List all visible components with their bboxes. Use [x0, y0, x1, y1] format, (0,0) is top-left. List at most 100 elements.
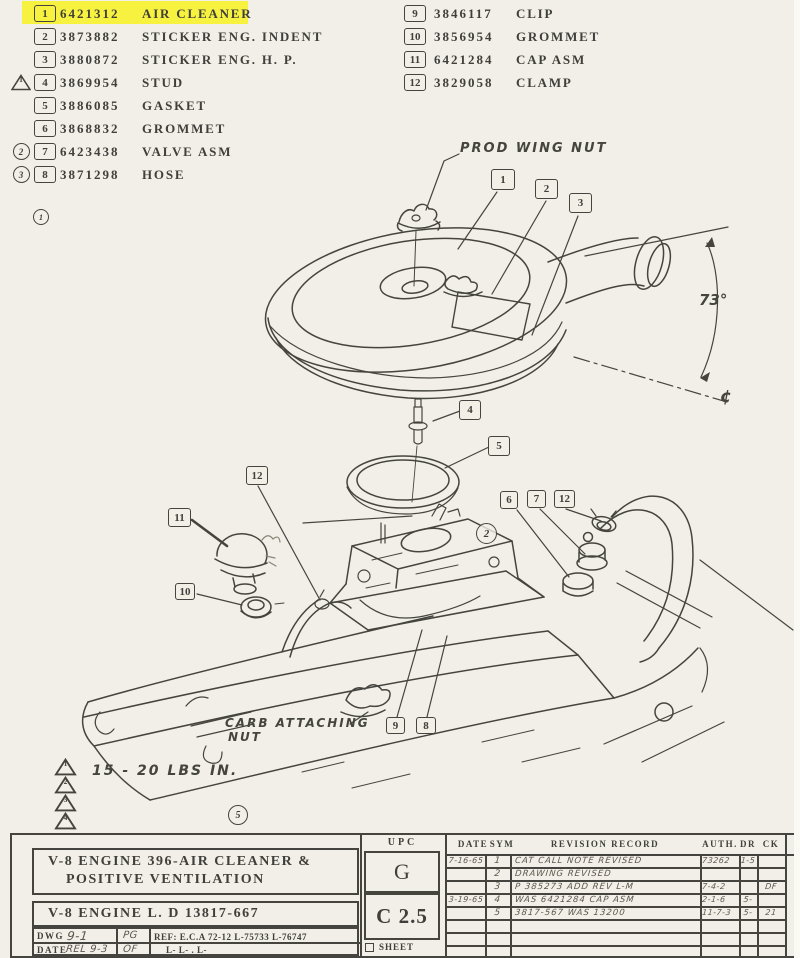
parts-list-left: 1 6421312 AIR CLEANER 2 3873882 STICKER … — [8, 2, 323, 186]
callout-box-10: 10 — [175, 583, 195, 600]
part-number: 6423438 — [60, 143, 120, 159]
rev-row-record: 3817-567 WAS 13200 — [514, 908, 627, 918]
divider — [445, 880, 785, 882]
carb-attaching-nut-label-line1: CARB ATTACHING — [225, 716, 370, 730]
table-row: 10 3856954 GROMMET — [402, 25, 600, 48]
callout-box-5: 5 — [488, 436, 510, 456]
ref-line2: L- L- . L- — [166, 945, 207, 955]
part-index-box: 7 — [34, 143, 56, 160]
rev-row-record: DRAWING REVISED — [514, 869, 613, 879]
rev-row-sym: 3 — [493, 882, 502, 892]
circle-flag-icon: 2 — [12, 143, 30, 160]
part-number: 3869954 — [60, 74, 120, 90]
highlight-bar — [22, 1, 248, 24]
part-number: 6421284 — [434, 51, 494, 67]
torque-triangle-icon: 2 — [54, 775, 77, 794]
rev-row-auth: 73262 — [701, 856, 731, 865]
callout-box-2: 2 — [535, 179, 558, 199]
angle-label: 73° — [699, 291, 728, 309]
divider — [34, 942, 361, 944]
torque-flag-stack: 1 2 3 4 — [54, 757, 77, 830]
part-index-box: 12 — [404, 74, 426, 91]
centerline-symbol: ¢ — [720, 387, 732, 407]
callout-box-9: 9 — [386, 717, 405, 734]
zone-circle-5: 5 — [228, 805, 248, 825]
divider — [739, 854, 741, 956]
part-number: 6421312 — [60, 5, 120, 21]
table-row: 3 3880872 STICKER ENG. H. P. — [8, 48, 323, 71]
divider — [445, 945, 785, 947]
callout-box-3: 3 — [569, 193, 592, 213]
table-row: 1 4 3869954 STUD — [8, 71, 323, 94]
flag-slot: 2 — [8, 143, 34, 160]
rev-row-sym: 4 — [493, 895, 502, 905]
part-index-box: 11 — [404, 51, 426, 68]
rev-header-dr: DR — [740, 839, 756, 849]
torque-triangle-icon: 1 — [54, 757, 77, 776]
divider — [445, 854, 797, 856]
part-number: 3886085 — [60, 97, 120, 113]
rev-row-auth: 2-1-6 — [701, 895, 727, 904]
rev-row-date: 7-16-65 — [448, 856, 484, 865]
date-label: DATE — [37, 945, 68, 955]
flag-slot: 1 — [8, 74, 34, 91]
title-block: V-8 ENGINE 396-AIR CLEANER & POSITIVE VE… — [10, 833, 799, 958]
part-index-box: 3 — [34, 51, 56, 68]
callout-box-8: 8 — [416, 717, 436, 734]
rev-header-sym: SYM — [489, 839, 515, 849]
divider — [757, 854, 759, 956]
upc-zone-value: C 2.5 — [376, 904, 428, 928]
warning-triangle-icon: 1 — [10, 74, 32, 91]
part-number: 3829058 — [434, 74, 494, 90]
callout-box-11: 11 — [168, 508, 191, 527]
part-description: STICKER ENG. INDENT — [142, 28, 324, 44]
rev-row-sym: 1 — [493, 856, 502, 866]
table-row: 2 3873882 STICKER ENG. INDENT — [8, 25, 323, 48]
callout-box-4: 4 — [459, 400, 481, 420]
rev-header-record: REVISION RECORD — [550, 839, 660, 849]
callout-box-7: 7 — [527, 490, 546, 508]
callout-box-6: 6 — [500, 491, 518, 509]
dwg-label: DWG — [37, 931, 64, 941]
part-description: GASKET — [142, 97, 207, 113]
parts-list-right: 9 3846117 CLIP 10 3856954 GROMMET 11 642… — [402, 2, 600, 94]
rev-row-record: CAT CALL NOTE REVISED — [514, 856, 643, 866]
part-number: 3871298 — [60, 166, 120, 182]
rev-row-auth: 11-7-3 — [701, 908, 732, 917]
zone-circle-1: 1 — [33, 209, 49, 225]
drawing-title-line1: V-8 ENGINE 396-AIR CLEANER & — [48, 854, 312, 869]
model-line: V-8 ENGINE L. D 13817-667 — [48, 906, 260, 921]
zone-circle-2: 2 — [476, 523, 497, 544]
table-row: 1 6421312 AIR CLEANER — [8, 2, 323, 25]
part-number: 3880872 — [60, 51, 120, 67]
rev-row-dr: 1-5 — [740, 856, 756, 865]
divider — [116, 929, 118, 958]
part-number: 3856954 — [434, 28, 494, 44]
table-row: 2 7 6423438 VALVE ASM — [8, 140, 323, 163]
part-index-box: 4 — [34, 74, 56, 91]
part-index-box: 2 — [34, 28, 56, 45]
part-index-box: 10 — [404, 28, 426, 45]
rev-row-sym: 2 — [493, 869, 502, 879]
rev-row-record: WAS 6421284 CAP ASM — [514, 895, 636, 905]
circle-flag-icon: 3 — [12, 166, 30, 183]
drawing-title-line2: POSITIVE VENTILATION — [66, 872, 265, 887]
rev-header-date: DATE — [457, 839, 489, 849]
divider — [149, 929, 151, 958]
part-index-box: 8 — [34, 166, 56, 183]
of-value: OF — [122, 944, 139, 955]
dwg-value: 9-1 — [66, 929, 89, 943]
pg-value: PG — [122, 930, 139, 941]
rev-row-date: 3-19-65 — [448, 895, 484, 904]
callout-box-12-right: 12 — [554, 490, 575, 508]
part-description: GROMMET — [516, 28, 601, 44]
upc-zone-box: C 2.5 — [364, 893, 440, 940]
rev-row-auth: 7-4-2 — [701, 882, 727, 891]
divider — [445, 932, 785, 934]
date-value: REL 9-3 — [65, 944, 109, 955]
table-row: 6 3868832 GROMMET — [8, 117, 323, 140]
part-description: STICKER ENG. H. P. — [142, 51, 298, 67]
part-number: 3868832 — [60, 120, 120, 136]
upc-group-box: G — [364, 851, 440, 893]
